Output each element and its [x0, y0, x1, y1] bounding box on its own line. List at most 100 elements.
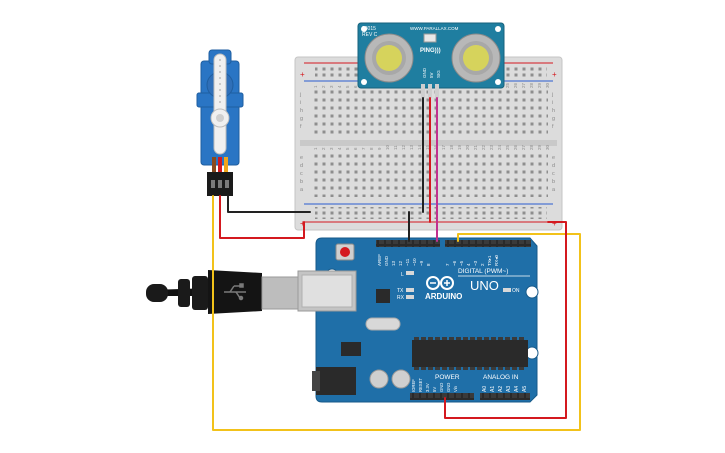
capacitor — [391, 369, 411, 389]
column-number-label: 22 — [481, 144, 486, 150]
digital-pin-label: RX◂0 — [494, 254, 499, 266]
crystal-oscillator — [365, 317, 401, 331]
sensor-pin-sig-label: SIG — [436, 70, 441, 78]
digital-pin-label: ~5 — [459, 260, 464, 266]
row-letter-label: i — [552, 100, 553, 106]
power-pin-label: 5V — [432, 387, 437, 392]
row-letter-label: e — [552, 155, 555, 161]
column-number-label: 3 — [329, 85, 334, 88]
column-number-label: 7 — [361, 147, 366, 150]
sensor-name: PING))) — [420, 48, 441, 54]
power-pin-label: IOREF — [411, 379, 416, 392]
capacitor — [369, 369, 389, 389]
sensor-pin-5v-label: 5V — [429, 72, 434, 78]
center-channel — [300, 140, 557, 146]
digital-pin-label: 12 — [398, 260, 403, 266]
rail-plus-label-top-right: + — [552, 70, 557, 79]
sensor-pin-5v[interactable] — [428, 84, 432, 98]
arduino-logo-icon — [426, 276, 454, 290]
transducer-right — [451, 33, 501, 83]
usb-interface-chip — [376, 289, 390, 303]
row-letter-label: h — [300, 108, 303, 114]
digital-pin-label: 2 — [480, 263, 485, 266]
column-number-label: 16 — [433, 144, 438, 150]
sensor-mounting-hole — [495, 26, 501, 32]
analog-pin-label: A3 — [506, 386, 512, 392]
wire-yellow-servo-signal — [212, 195, 581, 431]
column-number-label: 28 — [529, 144, 534, 150]
row-letter-label: i — [300, 100, 301, 106]
digital-pin-label: ~11 — [405, 258, 410, 266]
usb-icon — [224, 283, 246, 301]
sensor-mounting-hole — [361, 79, 367, 85]
column-number-label: 6 — [353, 147, 358, 150]
sensor-revision: REV C — [362, 32, 378, 38]
mounting-hole — [525, 285, 539, 299]
led-tx-label: TX — [397, 288, 404, 294]
power-pin-label: RESET — [418, 378, 423, 392]
usb-cable — [146, 270, 299, 314]
column-number-label: 27 — [521, 82, 526, 88]
sensor-pin-gnd-label: GND — [422, 67, 427, 78]
column-number-label: 1 — [313, 147, 318, 150]
wire-black-servo-ground — [227, 195, 311, 213]
row-letter-label: a — [552, 187, 556, 193]
board-model: UNO — [470, 278, 499, 293]
column-number-label: 15 — [425, 144, 430, 150]
analog-pin-label: A5 — [522, 386, 528, 392]
power-pin-label: Vin — [453, 385, 458, 392]
row-letter-label: f — [552, 124, 554, 130]
power-pin-label: GND — [439, 383, 444, 392]
digital-pin-label: ~10 — [412, 258, 417, 266]
column-number-label: 17 — [441, 144, 446, 150]
led-rx — [406, 295, 414, 299]
reset-button-cap[interactable] — [340, 247, 350, 257]
row-letter-label: j — [299, 92, 301, 98]
column-number-label: 12 — [401, 144, 406, 150]
analog-pin-label: A4 — [514, 386, 520, 392]
transducer-left — [364, 33, 414, 83]
column-number-label: 27 — [521, 144, 526, 150]
atmega328-chip — [412, 340, 528, 367]
sensor-pin-gnd[interactable] — [421, 84, 425, 98]
sensor-pin-sig[interactable] — [435, 84, 439, 98]
led-l-label: L — [401, 272, 404, 278]
power-pin-label: GND — [446, 383, 451, 392]
row-letter-label: j — [551, 92, 553, 98]
row-letter-label: d — [300, 163, 303, 169]
column-number-label: 4 — [337, 85, 342, 88]
column-number-label: 20 — [465, 144, 470, 150]
rail-plus-label-bottom: + — [300, 219, 305, 228]
column-number-label: 25 — [505, 82, 510, 88]
analog-pin-label: A0 — [482, 386, 488, 392]
column-number-label: 2 — [321, 147, 326, 150]
sensor-mounting-hole — [495, 79, 501, 85]
row-letter-label: c — [552, 171, 555, 177]
wires — [212, 97, 581, 431]
analog-in-label: ANALOG IN — [483, 374, 519, 381]
column-number-label: 21 — [473, 144, 478, 150]
column-number-label: 9 — [377, 147, 382, 150]
digital-pin-label: ~9 — [419, 260, 424, 266]
column-number-label: 6 — [353, 85, 358, 88]
column-number-label: 1 — [313, 85, 318, 88]
column-number-label: 19 — [457, 144, 462, 150]
column-number-label: 4 — [337, 147, 342, 150]
column-number-label: 3 — [329, 147, 334, 150]
ultrasonic-ping-sensor: 28015 REV C WWW.PARALLAX.COM PING))) GND… — [357, 22, 505, 98]
row-letter-label: g — [552, 116, 555, 122]
digital-pin-label: 8 — [426, 263, 431, 266]
column-number-label: 10 — [385, 144, 390, 150]
led-rx-label: RX — [397, 295, 405, 301]
row-letter-label: f — [300, 124, 302, 130]
wire-red-servo-power — [219, 195, 305, 239]
column-number-label: 13 — [409, 144, 414, 150]
column-number-label: 11 — [393, 145, 398, 150]
wire-red-5v-to-rail — [444, 221, 567, 419]
column-number-label: 25 — [505, 144, 510, 150]
voltage-regulator — [341, 342, 361, 356]
